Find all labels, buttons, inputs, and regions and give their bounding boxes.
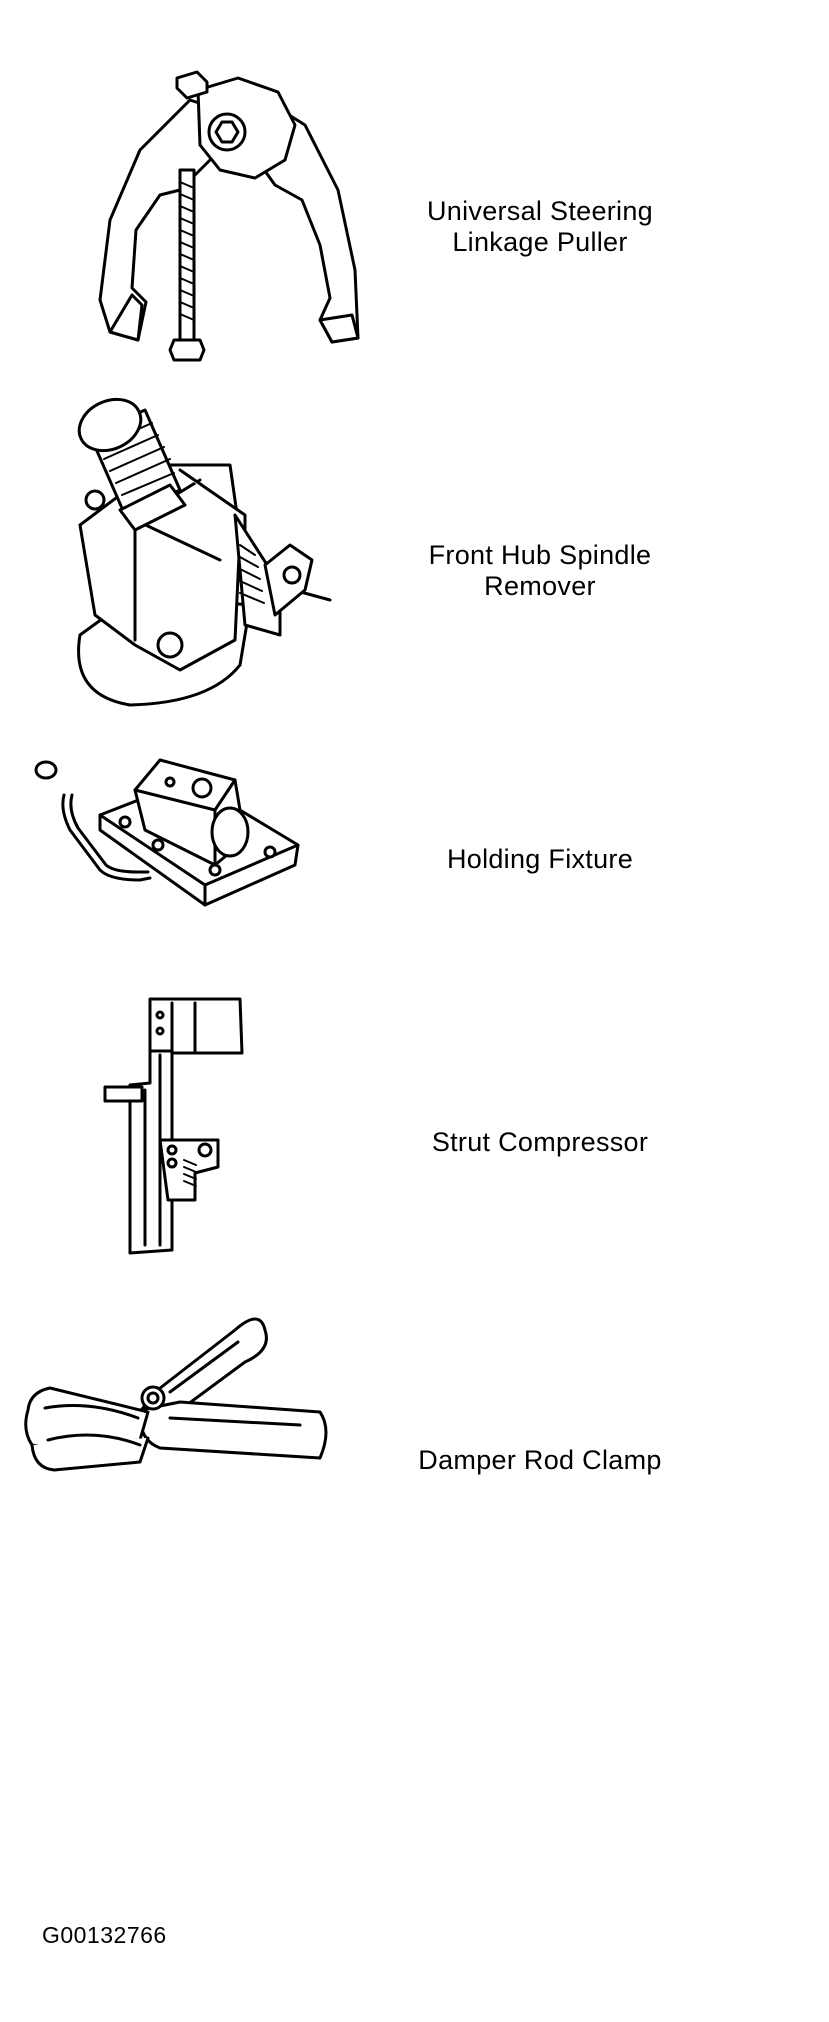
steering-linkage-puller-icon <box>80 70 380 380</box>
tool-label-line-1: Holding Fixture <box>446 844 634 874</box>
tool-label: Damper Rod Clamp <box>405 1445 675 1476</box>
damper-rod-clamp-icon <box>20 1300 340 1475</box>
tool-label-line-1: Strut Compressor <box>431 1127 649 1157</box>
tool-label-line-1: Front Hub Spindle <box>428 540 652 570</box>
figure-code: G00132766 <box>42 1922 167 1948</box>
holding-fixture-icon <box>30 740 320 910</box>
tool-label: Strut Compressor <box>405 1127 675 1158</box>
tool-label: Front Hub Spindle Remover <box>405 540 675 602</box>
hub-spindle-remover-icon <box>40 385 340 715</box>
tool-label-line-1: Damper Rod Clamp <box>418 1445 662 1475</box>
tool-label: Holding Fixture <box>405 844 675 875</box>
tool-label-line-2: Remover <box>484 571 596 601</box>
tool-label-line-2: Linkage Puller <box>452 227 628 257</box>
strut-compressor-icon <box>100 995 260 1265</box>
tool-label-line-1: Universal Steering <box>426 196 653 226</box>
tool-label: Universal Steering Linkage Puller <box>405 196 675 258</box>
